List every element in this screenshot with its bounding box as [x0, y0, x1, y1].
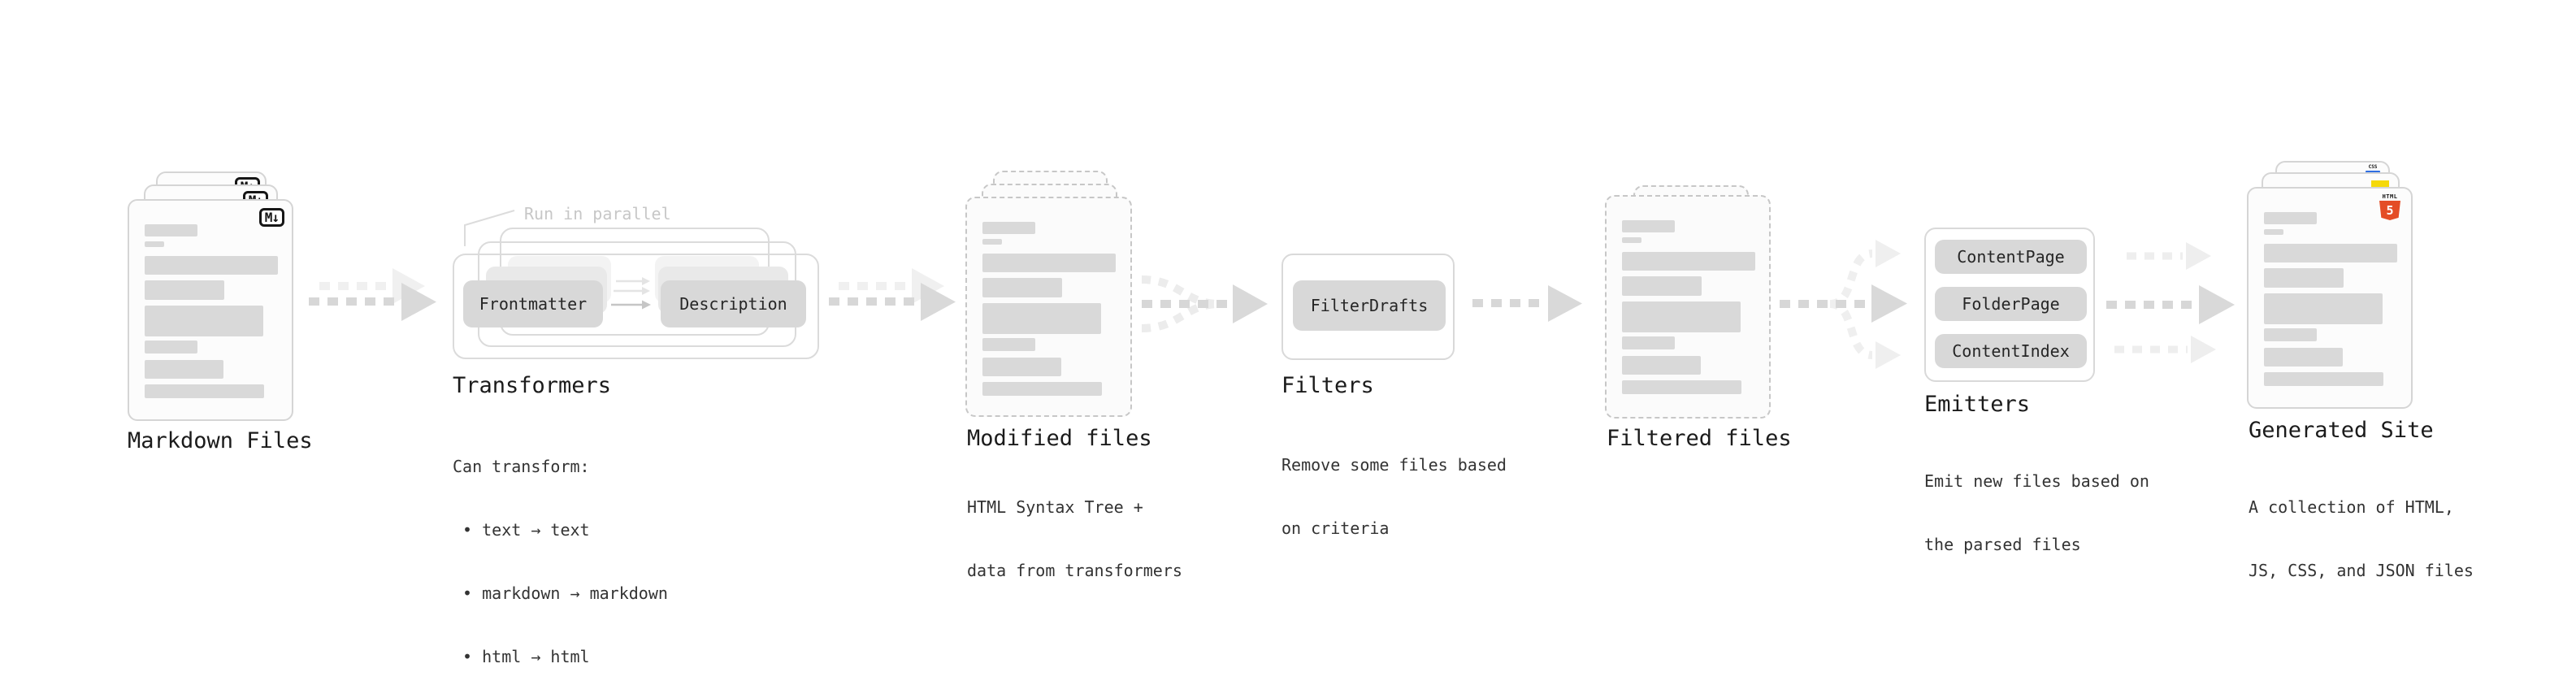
filters-description: Remove some files based on criteria: [1281, 455, 1507, 538]
skeleton-bar: [145, 360, 223, 379]
emitter-pill-contentindex: ContentIndex: [1935, 334, 2087, 368]
generated-site-label: Generated Site: [2249, 418, 2434, 443]
skeleton-bar: [1622, 220, 1675, 232]
css-icon: CSS: [2366, 165, 2380, 173]
skeleton-bar: [145, 306, 263, 336]
skeleton-bar: [145, 280, 224, 300]
modified-files-description: HTML Syntax Tree + data from transformer…: [967, 497, 1182, 580]
skeleton-bar: [982, 278, 1062, 297]
skeleton-bar: [2264, 212, 2317, 224]
skeleton-bar: [2264, 229, 2283, 235]
js-icon: [2371, 180, 2389, 189]
modified-file-card-front: [965, 197, 1132, 417]
skeleton-bar: [145, 224, 197, 236]
arrow-transformers-to-modified: [829, 268, 956, 321]
html5-icon: HTML 5: [2379, 194, 2400, 220]
file-skeleton: [2249, 189, 2411, 407]
skeleton-bar: [1622, 336, 1675, 349]
skeleton-bar: [145, 340, 197, 354]
filterdrafts-pill: FilterDrafts: [1293, 280, 1446, 331]
file-skeleton: [129, 201, 292, 419]
description-pill: Description: [661, 280, 806, 327]
arrow-emitters-to-generated: [2106, 242, 2235, 363]
skeleton-bar: [982, 358, 1061, 376]
transformer-box-front: [453, 254, 819, 359]
skeleton-bar: [2264, 268, 2344, 288]
markdown-file-card-front: M↓: [128, 199, 293, 421]
frontmatter-pill: Frontmatter: [463, 280, 603, 327]
skeleton-bar: [1622, 237, 1641, 243]
emitter-pill-folderpage: FolderPage: [1935, 287, 2087, 321]
run-in-parallel-note: Run in parallel: [524, 204, 671, 223]
skeleton-bar: [1622, 301, 1741, 332]
filters-box: FilterDrafts: [1281, 254, 1455, 360]
modified-files-label: Modified files: [967, 426, 1152, 451]
skeleton-bar: [1622, 252, 1755, 271]
skeleton-bar: [1622, 356, 1701, 375]
skeleton-bar: [1622, 276, 1702, 296]
skeleton-bar: [982, 254, 1116, 272]
skeleton-bar: [145, 384, 264, 398]
skeleton-bar: [2264, 328, 2317, 341]
file-skeleton: [1607, 197, 1769, 417]
skeleton-bar: [145, 256, 278, 275]
arrow-converge-to-filters: [1141, 275, 1268, 332]
filters-label: Filters: [1281, 373, 1374, 398]
skeleton-bar: [2264, 372, 2383, 386]
skeleton-bar: [982, 303, 1101, 334]
filtered-file-card-front: [1605, 195, 1771, 419]
skeleton-bar: [982, 338, 1035, 351]
skeleton-bar: [982, 239, 1002, 245]
skeleton-bar: [2264, 244, 2397, 262]
arrow-markdown-to-transformers: [309, 268, 436, 321]
transformers-description: Can transform: • text → text • markdown …: [453, 457, 668, 666]
skeleton-bar: [2264, 348, 2343, 367]
skeleton-bar: [145, 241, 164, 247]
emitters-label: Emitters: [1924, 392, 2031, 417]
file-skeleton: [967, 198, 1130, 415]
skeleton-bar: [982, 222, 1035, 234]
skeleton-bar: [982, 382, 1102, 396]
arrow-filters-to-filtered: [1472, 285, 1582, 322]
markdown-files-label: Markdown Files: [128, 428, 313, 453]
generated-html-card-front: HTML 5: [2247, 187, 2413, 409]
filtered-files-label: Filtered files: [1607, 426, 1792, 451]
markdown-icon: M↓: [258, 208, 284, 227]
skeleton-bar: [1622, 380, 1741, 394]
emitters-description: Emit new files based on the parsed files: [1924, 471, 2149, 554]
emitters-box: ContentPage FolderPage ContentIndex: [1924, 228, 2095, 382]
skeleton-bar: [2264, 293, 2383, 324]
generated-site-description: A collection of HTML, JS, CSS, and JSON …: [2249, 497, 2474, 580]
emitter-pill-contentpage: ContentPage: [1935, 240, 2087, 274]
arrow-diverge-to-emitters: [1780, 240, 1907, 369]
transformers-label: Transformers: [453, 373, 612, 398]
